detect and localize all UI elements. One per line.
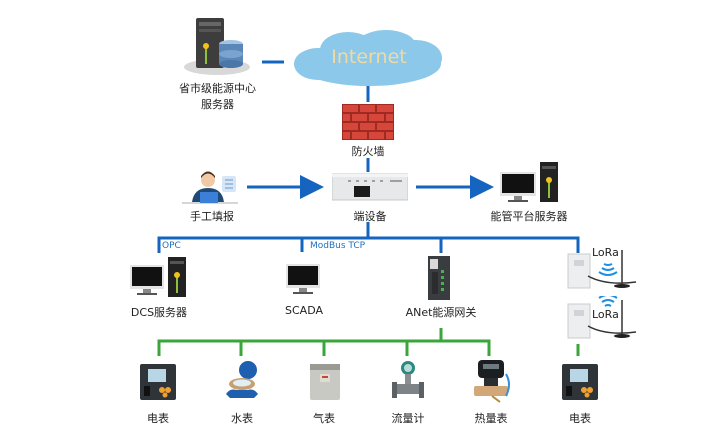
anet-gateway-label: ANet能源网关: [405, 306, 477, 319]
dcs-server-node[interactable]: [130, 257, 188, 301]
heat-meter-icon: [474, 360, 510, 403]
lora-module-2[interactable]: LoRa: [566, 294, 646, 340]
meter-power[interactable]: [140, 364, 176, 400]
label-line-1: 省市级能源中心: [179, 82, 256, 95]
computer-tower-icon: [500, 162, 558, 202]
wifi-signal-icon: [598, 294, 618, 307]
firewall-label: 防火墙: [351, 145, 385, 158]
upper-bus: [157, 236, 580, 253]
meter-flow-label: 流量计: [391, 412, 425, 425]
meter-gas[interactable]: [310, 364, 340, 400]
anet-gateway-node[interactable]: [424, 256, 454, 300]
meter-gas-label: 气表: [313, 412, 335, 425]
rack-device-icon: [331, 173, 409, 201]
provincial-server-label: 省市级能源中心 服务器: [170, 80, 265, 112]
manual-entry-label: 手工填报: [190, 210, 234, 223]
meter-water-label: 水表: [231, 412, 253, 425]
lora-label-1: LoRa: [592, 246, 619, 259]
firewall-icon: [342, 104, 394, 140]
label-line-2: 服务器: [201, 98, 234, 111]
lora-label-2: LoRa: [592, 308, 619, 321]
lora-power-meter-label: 电表: [569, 412, 591, 425]
lora-module-icon: [567, 294, 637, 339]
edge-device-node[interactable]: [331, 172, 409, 202]
firewall-node[interactable]: [342, 104, 394, 140]
scada-label: SCADA: [285, 304, 323, 317]
platform-server-label: 能管平台服务器: [490, 210, 568, 223]
computer-tower-icon: [130, 257, 186, 297]
protocol-opc: OPC: [162, 241, 181, 251]
power-meter-icon: [140, 364, 176, 400]
meter-power-label: 电表: [147, 412, 169, 425]
monitor-icon: [286, 264, 320, 294]
lora-module-icon: [567, 250, 637, 289]
gas-meter-icon: [310, 364, 340, 400]
platform-server-node[interactable]: [500, 160, 562, 204]
lora-module-1[interactable]: LoRa: [566, 246, 646, 290]
person-laptop-icon: [182, 171, 238, 204]
meter-heat-label: 热量表: [474, 412, 508, 425]
gateway-icon: [428, 256, 450, 300]
water-meter-icon: [226, 361, 258, 398]
power-meter-icon: [562, 364, 598, 400]
flow-meter-icon: [392, 361, 424, 398]
scada-node[interactable]: [286, 264, 322, 298]
meter-heat[interactable]: [472, 360, 512, 404]
internet-label: Internet: [331, 46, 407, 68]
protocol-modbus-tcp: ModBus TCP: [310, 241, 366, 251]
dcs-server-label: DCS服务器: [130, 306, 188, 319]
cloud-icon: [294, 30, 442, 86]
wifi-signal-icon: [598, 263, 618, 276]
manual-entry-node[interactable]: [182, 168, 242, 204]
meter-flow[interactable]: [392, 360, 424, 402]
server-database-icon: [184, 18, 250, 75]
meter-water[interactable]: [224, 360, 260, 400]
provincial-server-node[interactable]: [182, 12, 252, 76]
lora-power-meter[interactable]: [562, 364, 598, 400]
edge-device-label: 端设备: [353, 210, 387, 223]
internet-cloud[interactable]: Internet: [288, 28, 450, 90]
